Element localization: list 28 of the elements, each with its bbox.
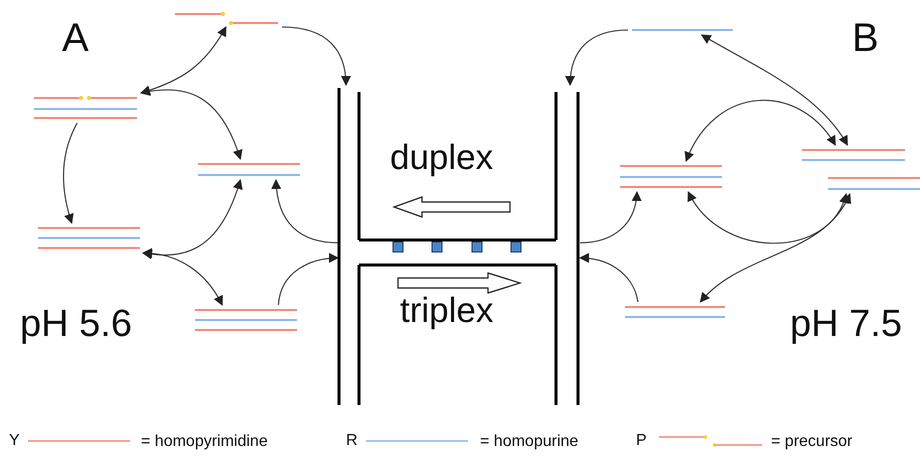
- arrow: [700, 193, 850, 303]
- legend-text: = precursor: [771, 434, 852, 450]
- panel-letter: B: [852, 18, 879, 58]
- arrow: [140, 26, 226, 96]
- arrow: [566, 29, 628, 86]
- legend-symbol: P: [636, 433, 647, 449]
- arrow: [580, 191, 642, 244]
- arrow: [278, 253, 339, 306]
- channel-label: triplex: [400, 293, 494, 328]
- arrow: [685, 100, 836, 162]
- legend-text: = homopurine: [480, 434, 578, 450]
- arrow: [700, 34, 848, 146]
- legend-symbol: R: [346, 433, 358, 449]
- legend-symbol: Y: [9, 433, 20, 449]
- ph-label: pH 5.6: [20, 305, 132, 343]
- legend-text: = homopyrimidine: [141, 434, 268, 450]
- arrow: [142, 248, 223, 306]
- arrow: [142, 179, 242, 260]
- ph-label: pH 7.5: [790, 305, 902, 343]
- arrow: [140, 86, 242, 160]
- arrow: [272, 179, 338, 244]
- arrow: [688, 191, 848, 244]
- panel-letter: A: [62, 18, 89, 58]
- arrow: [63, 122, 78, 224]
- arrow: [282, 26, 351, 86]
- microchannel-drawing: [338, 85, 580, 407]
- channel-label: duplex: [390, 140, 494, 175]
- arrow: [579, 253, 638, 302]
